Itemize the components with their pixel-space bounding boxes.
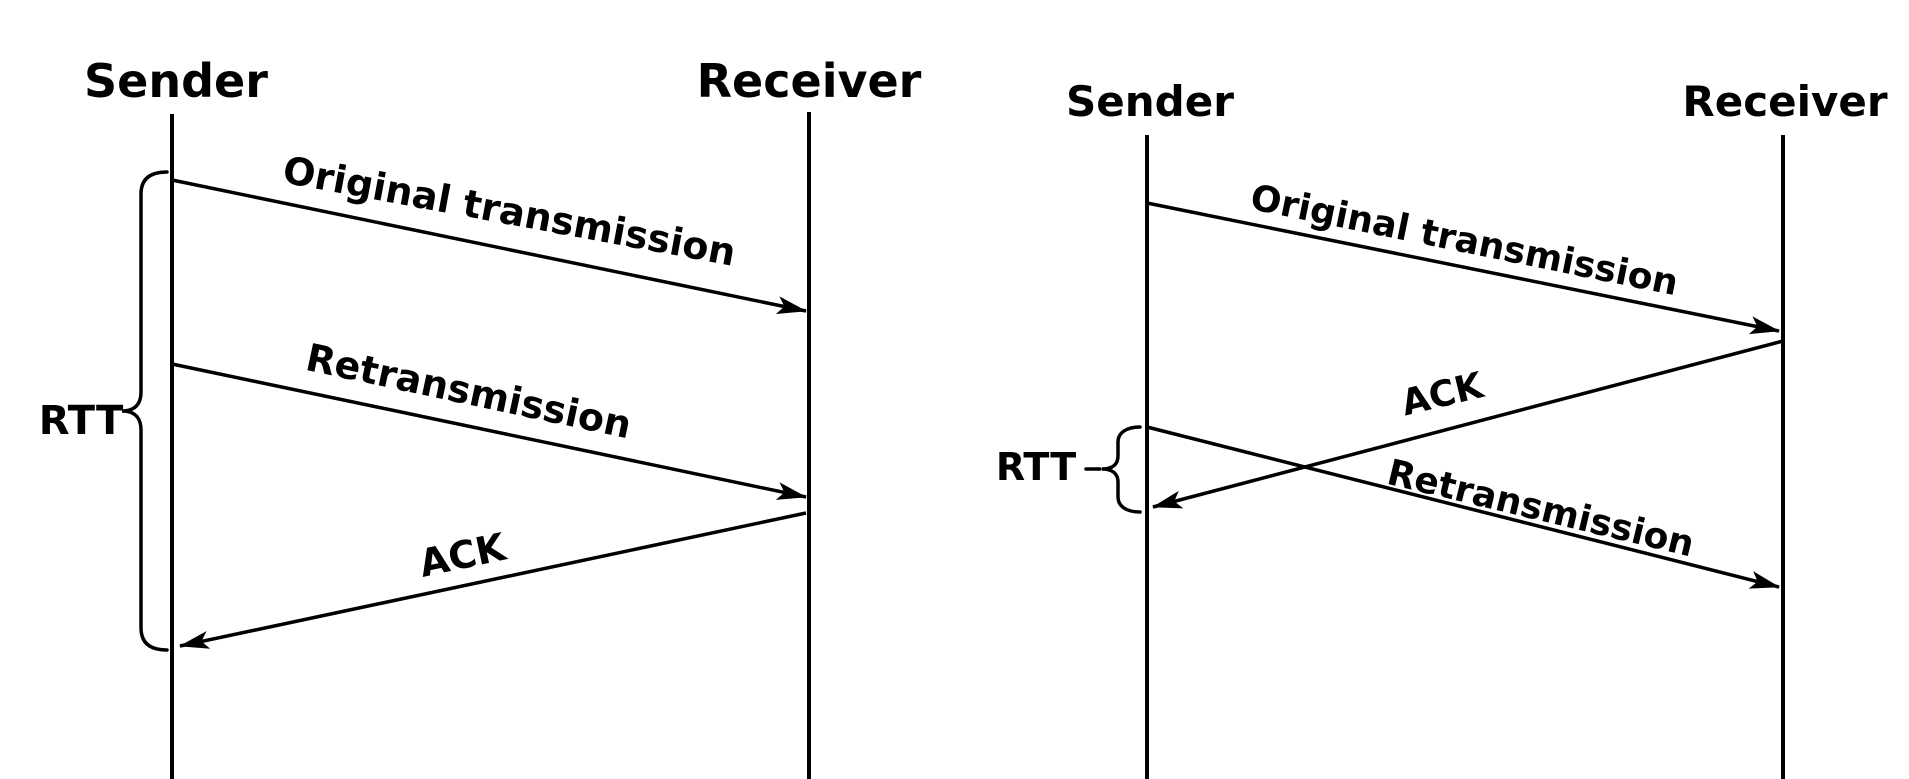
retransmission-arrow	[171, 362, 807, 500]
retransmission-label: Retransmission	[1383, 452, 1698, 565]
sequence-diagram-left: Sender Receiver Original transmission Re…	[39, 54, 922, 779]
rtt-label: RTT	[39, 398, 124, 444]
sender-label: Sender	[84, 54, 268, 108]
receiver-label: Receiver	[1682, 77, 1887, 126]
retransmission-arrow	[1146, 425, 1780, 589]
rtt-brace	[121, 170, 169, 652]
ack-arrow	[1152, 339, 1784, 509]
sender-label: Sender	[1066, 77, 1234, 126]
ack-arrow	[179, 511, 807, 649]
original-transmission-arrow	[171, 178, 807, 314]
rtt-label: RTT	[996, 445, 1076, 489]
original-transmission-arrow	[1146, 201, 1780, 335]
sequence-diagram-right: Sender Receiver Original transmission AC…	[996, 77, 1888, 779]
original-transmission-label: Original transmission	[279, 148, 739, 275]
ack-label: ACK	[415, 524, 511, 585]
ack-label: ACK	[1398, 365, 1489, 424]
original-transmission-label: Original transmission	[1247, 177, 1682, 304]
rtt-brace	[1101, 425, 1142, 514]
receiver-label: Receiver	[697, 54, 922, 108]
retransmission-label: Retransmission	[302, 335, 635, 447]
